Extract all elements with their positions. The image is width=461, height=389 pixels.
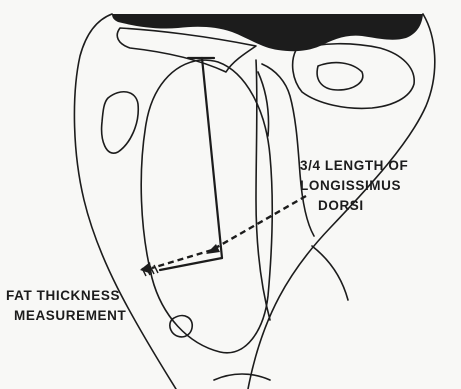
fat-cap-black (112, 14, 423, 51)
spine-left-bone (117, 28, 256, 72)
dashed-arrow-loin (212, 196, 306, 250)
loin-eye-label: 3/4 LENGTH OF LONGISSIMUS DORSI (300, 156, 408, 216)
loin-eye-label-line-3: DORSI (300, 196, 408, 216)
right-muscle-block (293, 44, 415, 109)
lower-left-spot (170, 316, 192, 337)
central-seam (256, 60, 270, 320)
left-small-lobe (102, 92, 139, 153)
loin-eye-label-line-1: 3/4 LENGTH OF (300, 156, 408, 176)
fat-thickness-label-line-2: MEASUREMENT (6, 306, 126, 326)
fat-hatch (154, 265, 158, 273)
loin-eye-label-line-2: LONGISSIMUS (300, 176, 408, 196)
vertical-measure-line (202, 58, 222, 258)
upper-right-lobe (317, 63, 363, 90)
fat-thickness-label-line-1: FAT THICKNESS (6, 286, 126, 306)
fat-thickness-label: FAT THICKNESS MEASUREMENT (6, 286, 126, 326)
arrowhead-fat (140, 262, 152, 274)
bottom-sliver (214, 374, 270, 380)
right-lower-membrane (312, 246, 348, 300)
